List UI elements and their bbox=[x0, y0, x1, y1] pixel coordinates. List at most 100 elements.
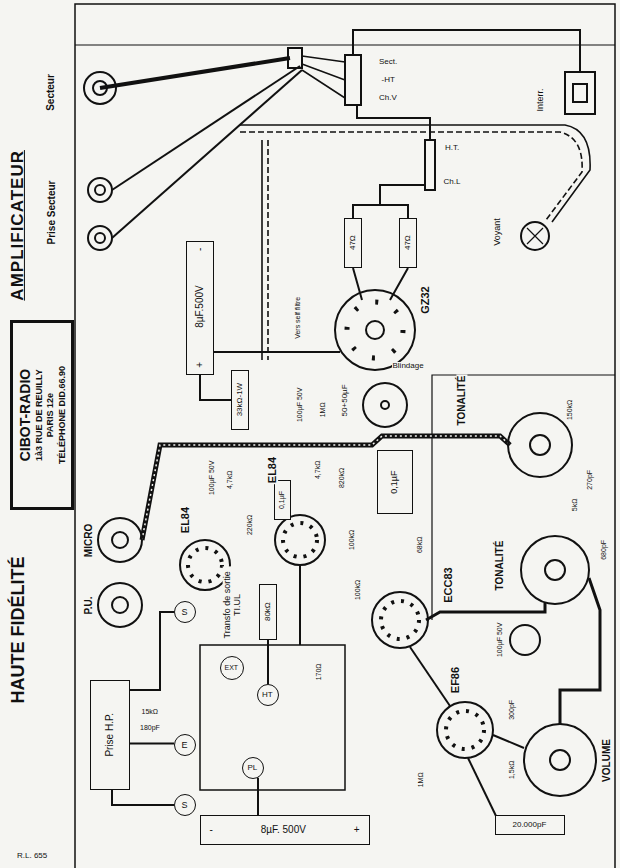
socket-pins bbox=[446, 711, 484, 749]
wire-connector bbox=[200, 375, 231, 400]
wire bbox=[468, 758, 497, 818]
terminal-circle: S bbox=[174, 601, 196, 623]
part-label: Transfo de sortie TI.UL bbox=[222, 566, 242, 643]
part-label: 680pF bbox=[600, 539, 608, 561]
node-label: 0,1µF bbox=[278, 491, 286, 509]
part-label: 820kΩ bbox=[338, 467, 346, 489]
shielded-cable bbox=[142, 436, 510, 540]
node-label: 20.000pF bbox=[513, 820, 547, 829]
part-label: 100µF 50V bbox=[208, 460, 216, 496]
node-label: 80kΩ bbox=[263, 602, 272, 621]
wire-connector bbox=[112, 790, 174, 805]
part-label: 15kΩ bbox=[141, 708, 160, 716]
terminal-circle: E bbox=[174, 734, 196, 756]
wire-connector bbox=[353, 205, 408, 218]
part-label: 100µF 50V bbox=[296, 387, 304, 423]
node-label: + bbox=[354, 824, 360, 836]
panel-fold bbox=[75, 44, 615, 45]
volume-potentiometer bbox=[524, 724, 596, 796]
node-text-group: E bbox=[182, 740, 188, 750]
part-label: 1MΩ bbox=[416, 771, 424, 788]
wiring-group bbox=[75, 4, 615, 868]
wire bbox=[302, 56, 345, 98]
twisted-pair bbox=[267, 140, 269, 360]
wire-connector bbox=[130, 743, 174, 745]
node-text-group: 33kΩ-1W bbox=[235, 383, 244, 417]
node-text-group: 0,1µF bbox=[389, 470, 399, 493]
wire bbox=[353, 268, 408, 300]
node-label: TÉLÉPHONE DID.66.90 bbox=[57, 366, 67, 464]
node-text-group: -8µF. 500V+ bbox=[210, 824, 360, 836]
part-label: Interr. bbox=[535, 87, 545, 112]
node-label: S bbox=[182, 607, 188, 617]
part-label: Ch.L bbox=[443, 178, 462, 187]
node-label: - bbox=[210, 824, 213, 836]
tube-label: GZ32 bbox=[419, 285, 431, 315]
shielded-cable-braid bbox=[142, 436, 510, 540]
node-label: 47Ω bbox=[348, 235, 357, 250]
part-label: Prise Secteur bbox=[46, 179, 57, 245]
node-text-group: EXT bbox=[225, 664, 239, 672]
mains-socket-core bbox=[95, 185, 105, 195]
node-text-group: S bbox=[182, 607, 188, 617]
node-text-group: +8µF.500V- bbox=[194, 247, 206, 367]
node-label: - bbox=[194, 247, 206, 250]
terminal-circle: S bbox=[174, 794, 196, 816]
tube-label: HAUTE FIDÉLITÉ bbox=[8, 555, 28, 704]
socket-pins bbox=[347, 302, 403, 358]
node-text-group: 20.000pF bbox=[513, 820, 547, 829]
mains-socket bbox=[88, 178, 112, 202]
part-label: Secteur bbox=[44, 73, 55, 112]
part-label: 100kΩ bbox=[348, 529, 356, 551]
capacitor-symbol: 0,1µF bbox=[377, 450, 413, 514]
mains-cord bbox=[100, 58, 290, 88]
tone-potentiometer bbox=[508, 413, 572, 477]
node-label: HT bbox=[262, 690, 273, 699]
socket-pins bbox=[188, 548, 222, 582]
resistor-symbol: 47Ω bbox=[399, 218, 417, 268]
node-label: 8µF.500V bbox=[194, 285, 206, 327]
part-label: TONALITÉ bbox=[456, 374, 467, 426]
cathode-capacitor-can bbox=[510, 625, 540, 655]
part-label: 1,5kΩ bbox=[508, 760, 516, 780]
diagram-title: AMPLIFICATEUR bbox=[8, 149, 27, 302]
terminal-circle: PL bbox=[242, 757, 264, 779]
wire bbox=[299, 565, 301, 645]
tone-potentiometer bbox=[521, 536, 589, 604]
pilot-lamp-filament bbox=[527, 228, 543, 244]
gz32-socket bbox=[335, 290, 415, 370]
electrolytic-capacitor: +8µF.500V- bbox=[186, 241, 214, 375]
terminal-strip bbox=[345, 55, 361, 105]
node-text-group: CIBOT-RADIO1à3 RUE DE REUILLYPARIS 12eTÉ… bbox=[17, 366, 67, 464]
wire bbox=[493, 735, 524, 748]
pilot-lamp bbox=[521, 222, 549, 250]
node-text-group: PL bbox=[248, 763, 258, 772]
electrolytic-capacitor: -8µF. 500V+ bbox=[200, 815, 370, 845]
socket-core bbox=[112, 532, 128, 548]
resistor-symbol: 80kΩ bbox=[259, 584, 277, 640]
node-label: 47Ω bbox=[403, 235, 412, 250]
shielded-wire bbox=[426, 603, 545, 620]
dealer-stamp-box: CIBOT-RADIO1à3 RUE DE REUILLYPARIS 12eTÉ… bbox=[10, 320, 74, 510]
part-label: 50+50µF bbox=[341, 383, 350, 417]
filter-capacitor-terminal bbox=[381, 401, 389, 409]
shielded-wire bbox=[560, 578, 600, 724]
socket-pins bbox=[283, 523, 317, 557]
transformer-outline bbox=[200, 645, 345, 790]
tube-label: EL84 bbox=[266, 456, 278, 484]
terminal-circle: HT bbox=[257, 684, 279, 706]
part-label: Vers self filtre bbox=[294, 296, 302, 340]
node-label: PARIS 12e bbox=[45, 393, 55, 437]
node-text-group: 0,1µF bbox=[278, 491, 286, 509]
part-label: 4,7kΩ bbox=[226, 470, 234, 490]
part-label: Sect. bbox=[378, 58, 398, 67]
node-label: 0,1µF bbox=[389, 470, 399, 493]
part-label: VOLUME bbox=[600, 738, 611, 783]
potentiometer-shaft bbox=[545, 560, 565, 580]
filter-capacitor-can bbox=[363, 383, 407, 427]
twisted-pair bbox=[240, 125, 590, 222]
terminal-strip bbox=[425, 140, 435, 190]
mains-socket bbox=[88, 226, 112, 250]
node-label: 1à3 RUE DE REUILLY bbox=[34, 369, 44, 461]
